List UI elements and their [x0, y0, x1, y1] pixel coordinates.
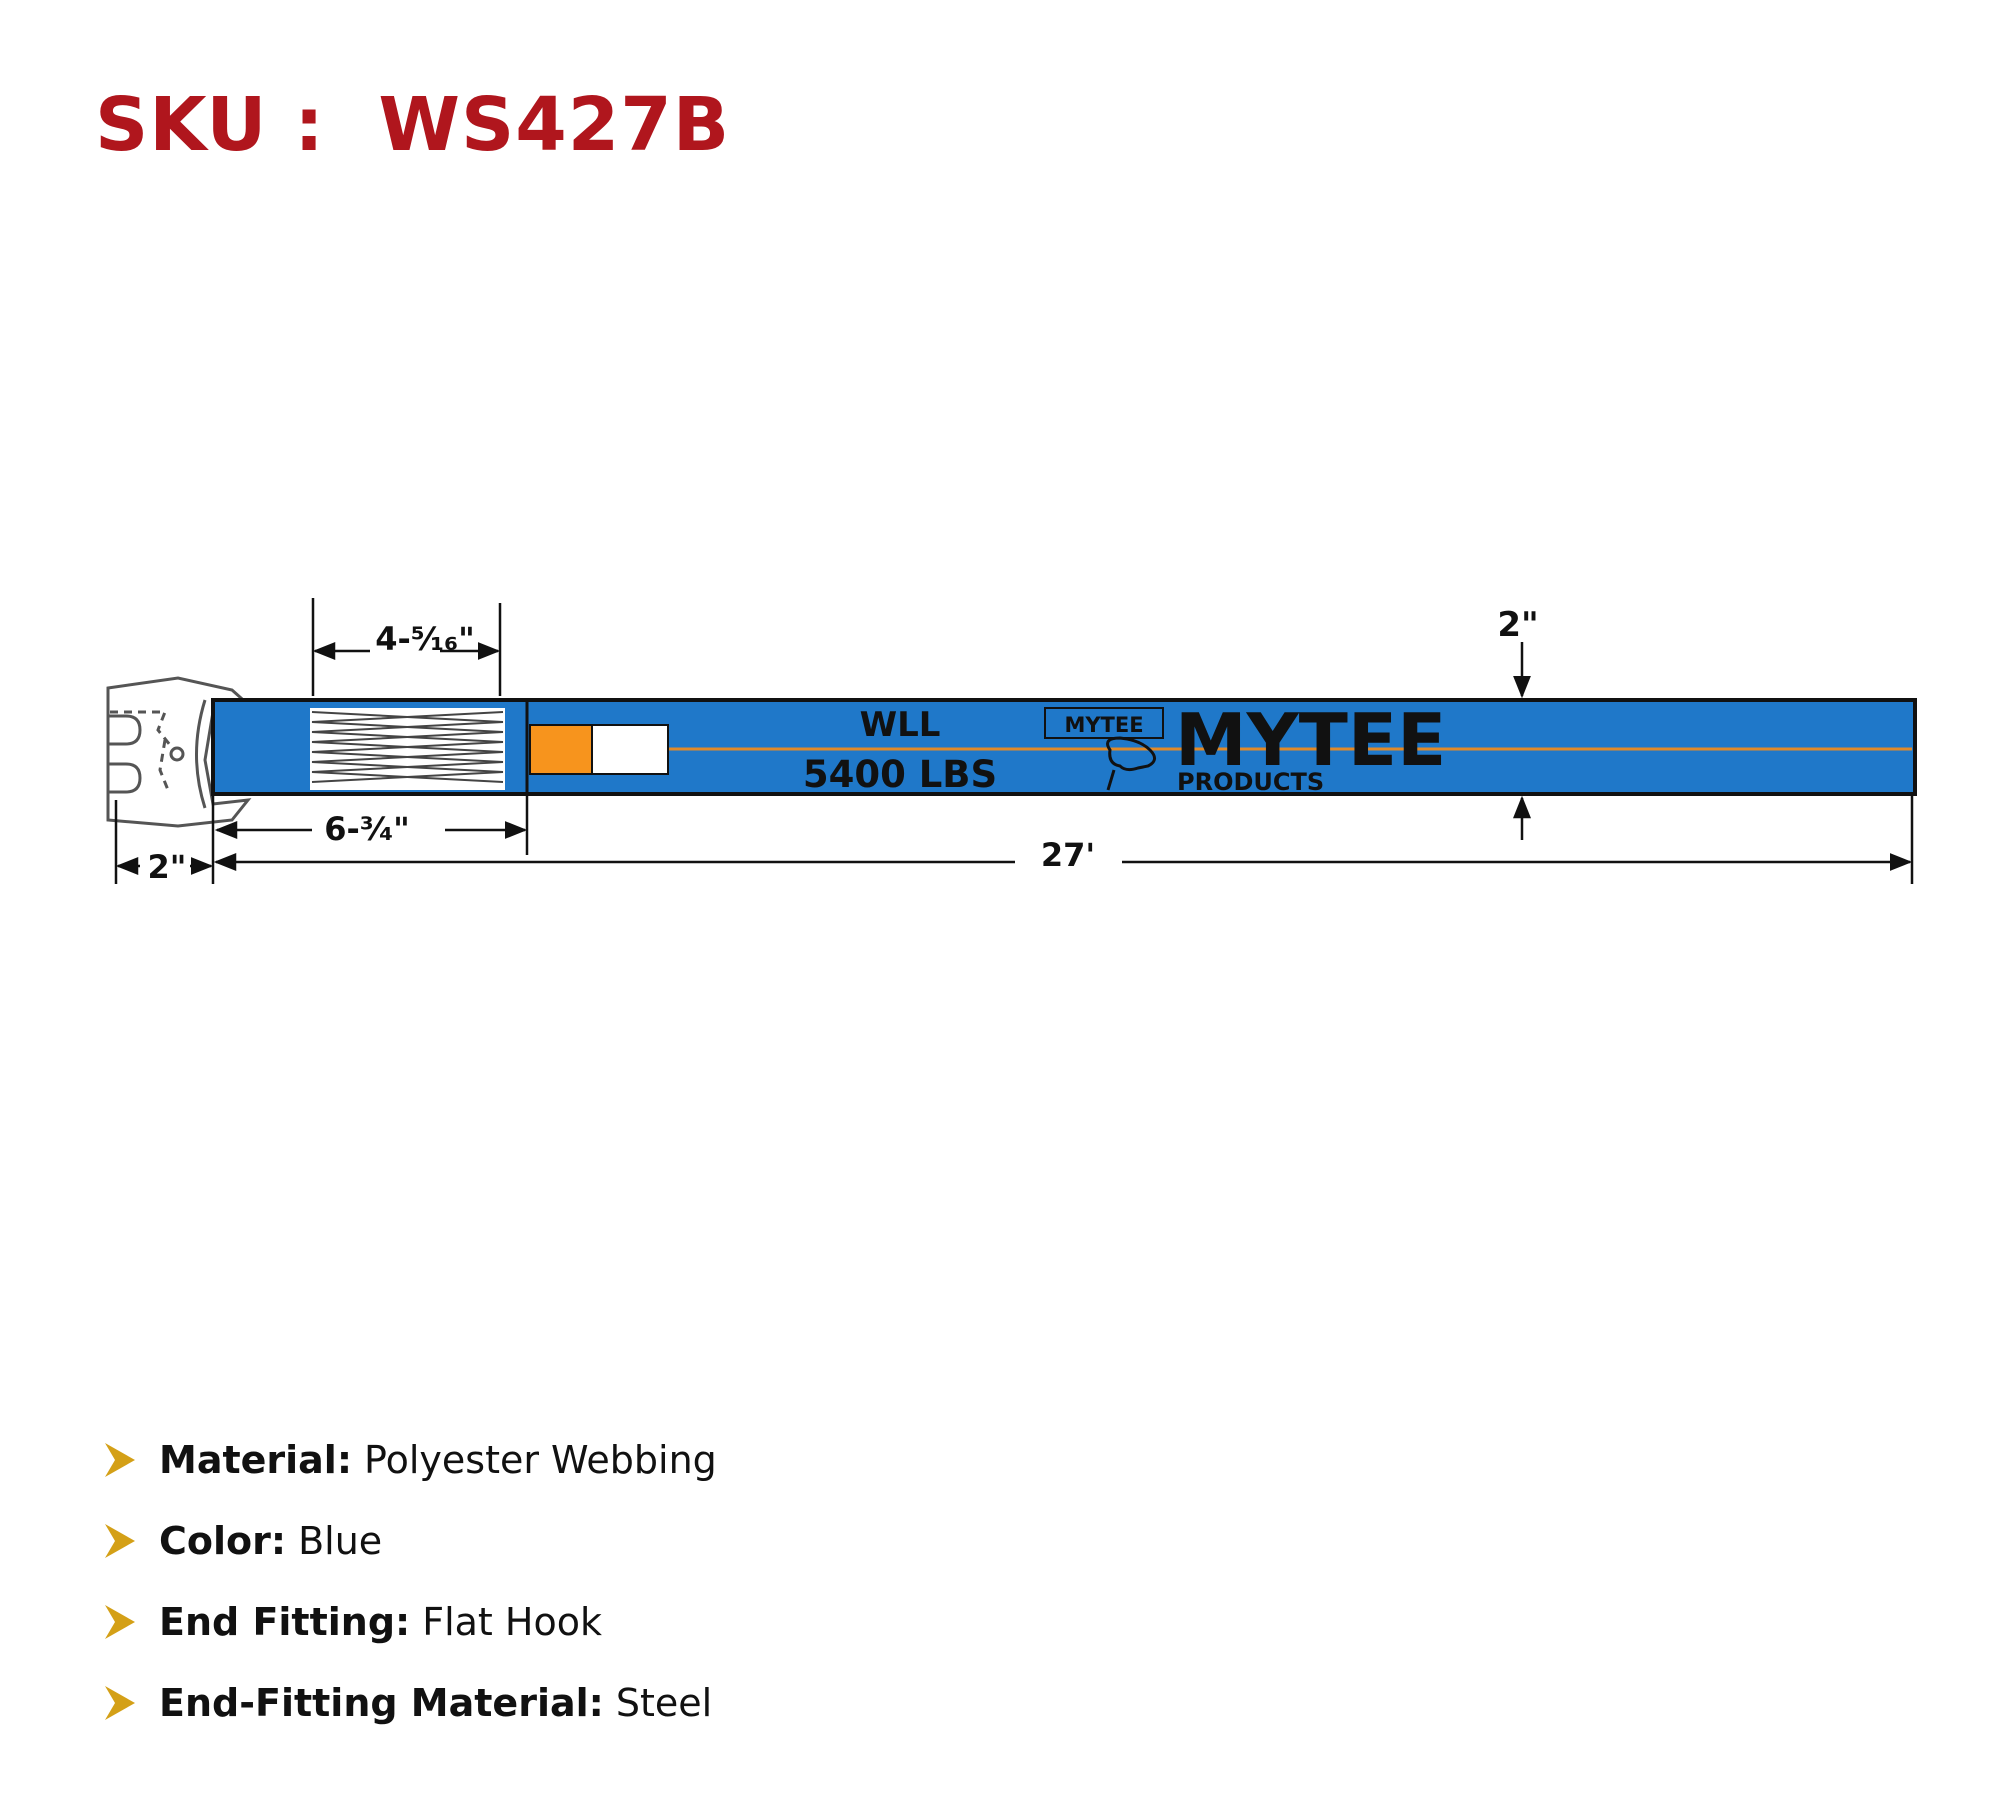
wll-label: WLL	[860, 705, 941, 745]
hook-width-dim: 2"	[148, 848, 187, 886]
brand-large-label: MYTEE	[1175, 698, 1446, 782]
spec-item-end-fitting: End Fitting: Flat Hook	[105, 1600, 717, 1681]
webbing-width-dim: 2"	[1497, 605, 1538, 645]
stitch-pattern	[310, 708, 505, 790]
spec-label: Material:	[159, 1438, 353, 1482]
chevron-right-icon	[105, 1600, 159, 1648]
total-length-dim: 27'	[1041, 836, 1095, 874]
brand-sub-label: PRODUCTS	[1177, 768, 1324, 796]
sku-value: WS427B	[378, 82, 731, 168]
wll-capacity: 5400 LBS	[803, 753, 997, 796]
spec-value: Steel	[615, 1681, 713, 1725]
flat-hook-icon	[106, 676, 255, 828]
sku-heading: SKU : WS427B	[95, 88, 730, 162]
spec-item-end-fitting-material: End-Fitting Material: Steel	[105, 1681, 717, 1762]
mytee-logo-icon: MYTEE MYTEE PRODUCTS	[1044, 698, 1446, 796]
chevron-right-icon	[105, 1681, 159, 1729]
spec-label: End-Fitting Material:	[159, 1681, 604, 1725]
spec-label: End Fitting:	[159, 1600, 411, 1644]
spec-value: Polyester Webbing	[364, 1438, 717, 1482]
chevron-right-icon	[105, 1519, 159, 1567]
spec-label: Color:	[159, 1519, 287, 1563]
sku-label: SKU :	[95, 82, 325, 168]
label-white-patch	[591, 724, 669, 775]
spec-value: Blue	[298, 1519, 383, 1563]
sewn-section-dim: 6-³⁄₄"	[324, 810, 410, 848]
stitch-length-dim: 4-⁵⁄₁₆"	[375, 620, 475, 658]
chevron-right-icon	[105, 1438, 159, 1486]
brand-small-label: MYTEE	[1064, 713, 1143, 737]
spec-item-material: Material: Polyester Webbing	[105, 1438, 717, 1519]
spec-value: Flat Hook	[422, 1600, 602, 1644]
label-orange-patch	[529, 724, 593, 775]
spec-list: Material: Polyester Webbing Color: Blue …	[105, 1438, 717, 1762]
spec-item-color: Color: Blue	[105, 1519, 717, 1600]
